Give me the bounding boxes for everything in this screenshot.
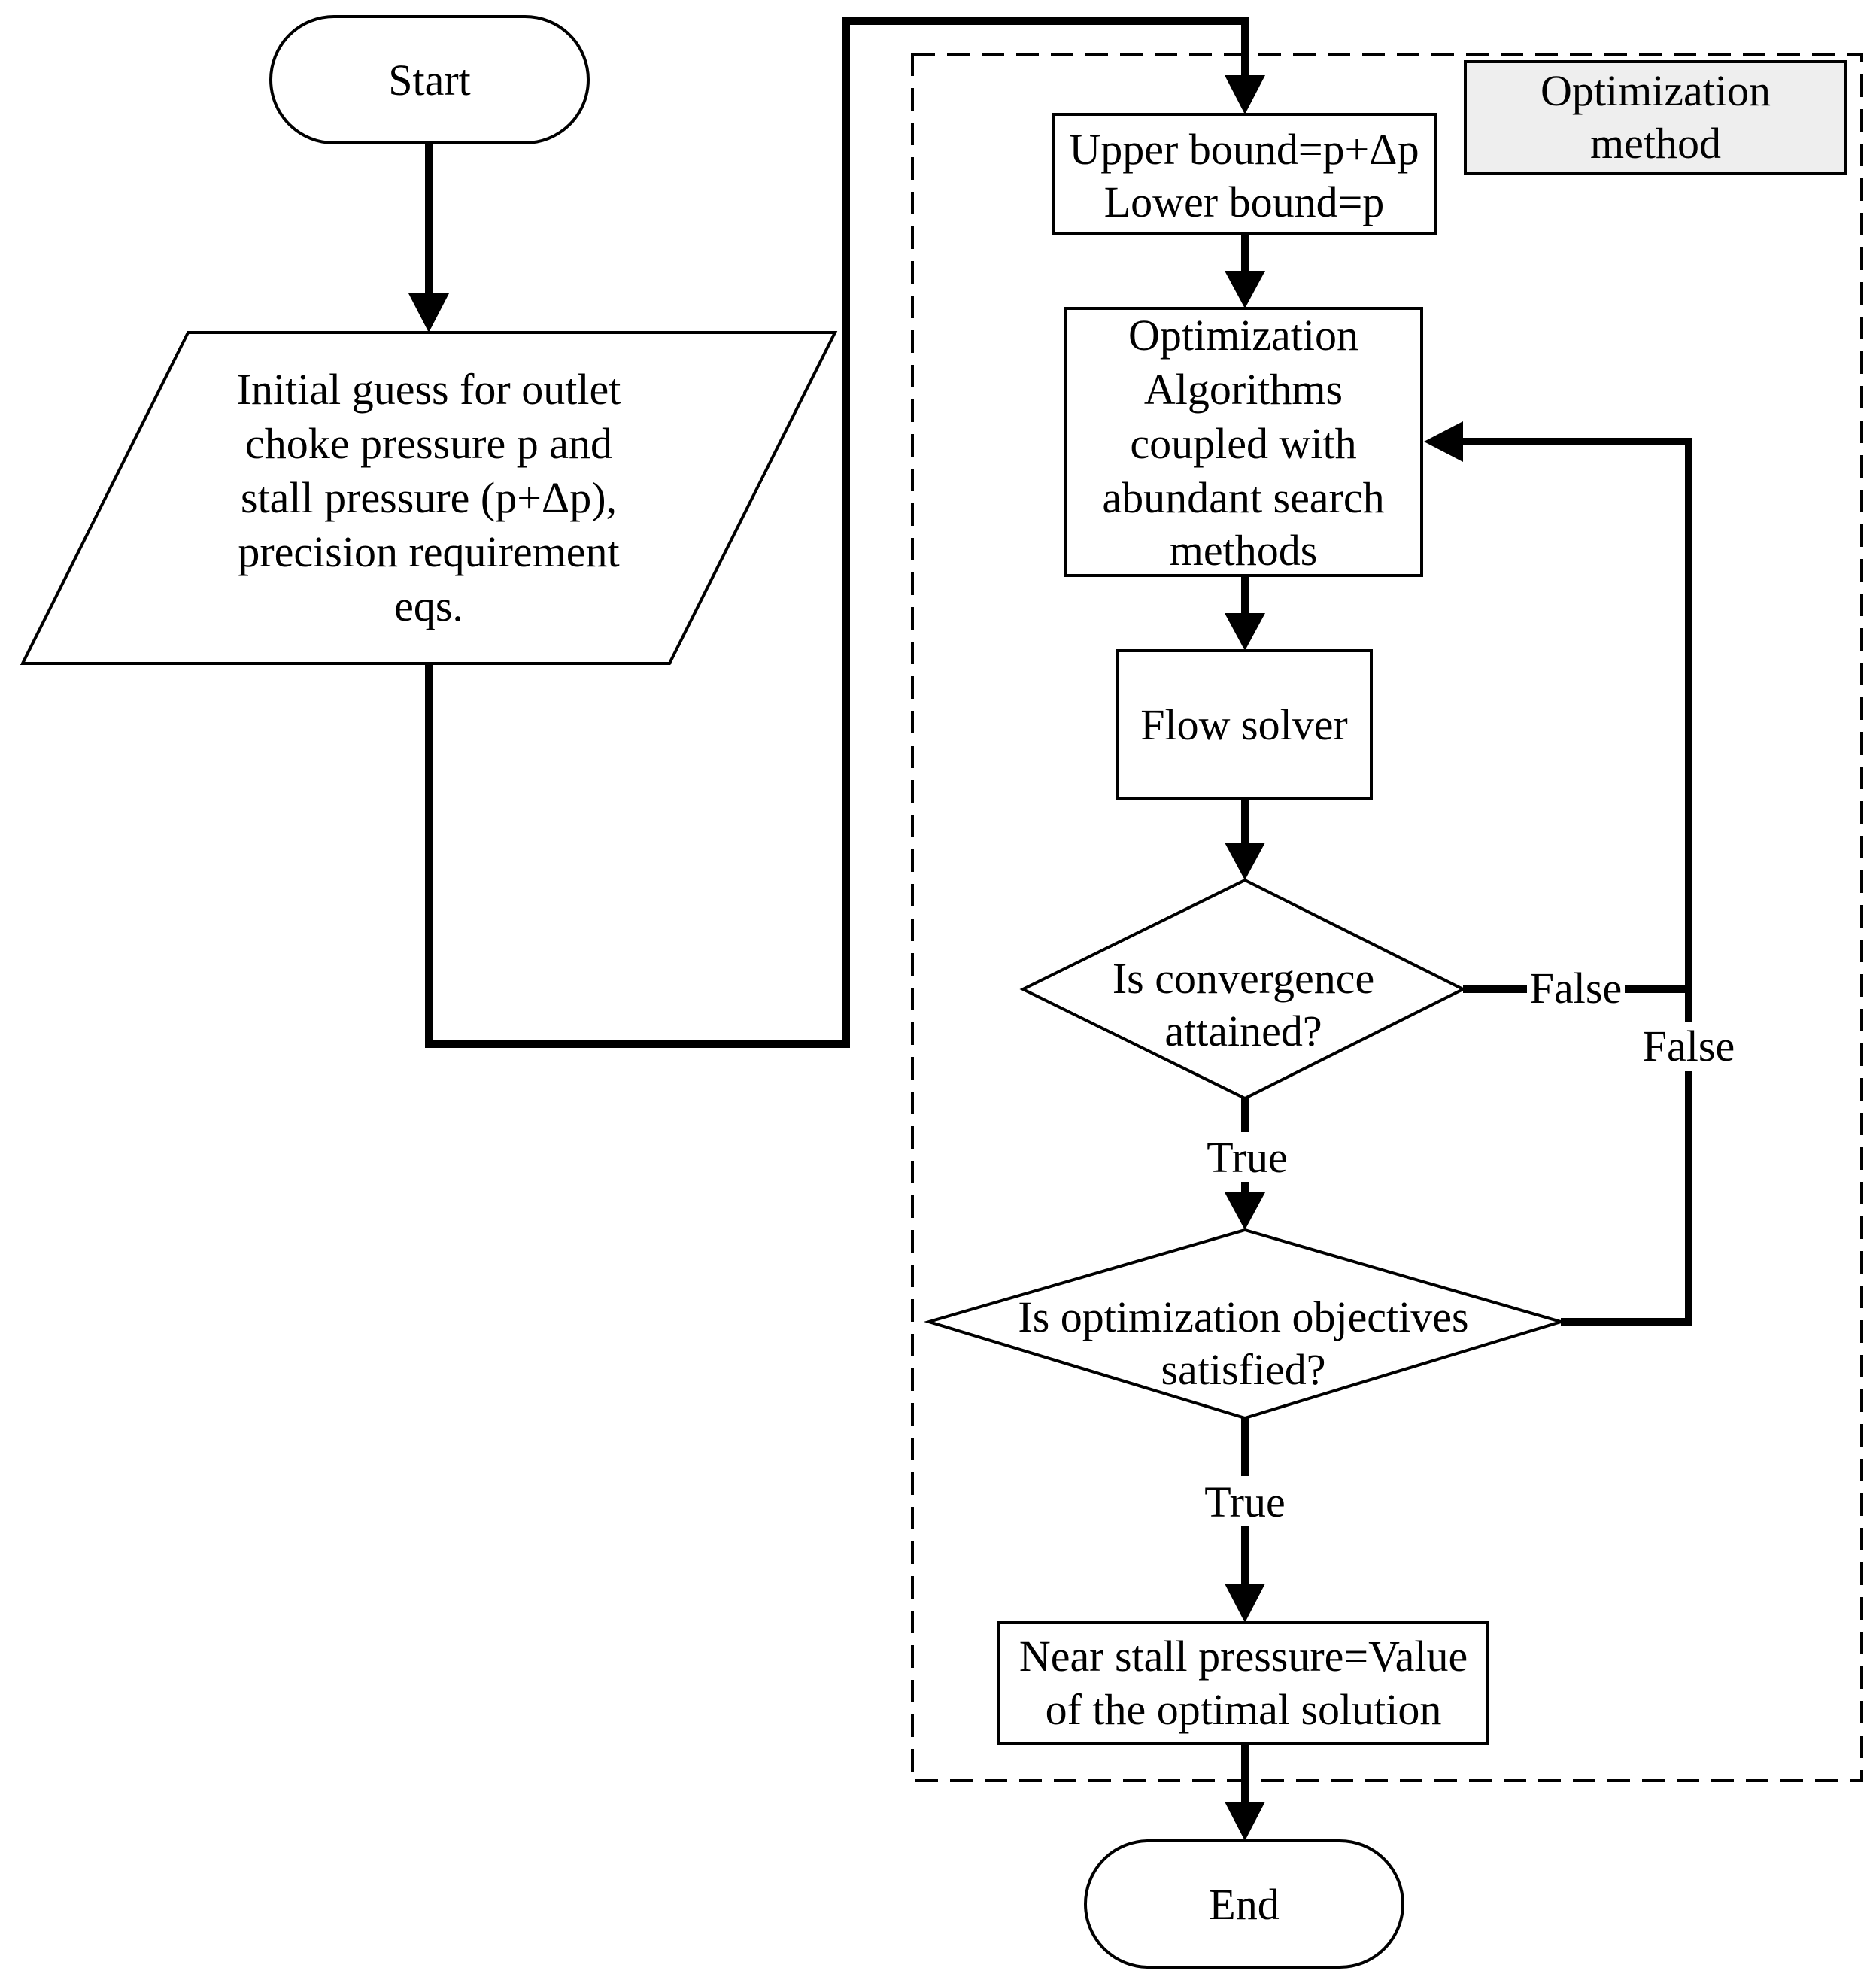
result-line-1: Near stall pressure=Value [1019, 1632, 1468, 1681]
bounds-line-2: Lower bound=p [1104, 178, 1385, 226]
flow-solver-label: Flow solver [1140, 700, 1348, 749]
algorithms-line-5: methods [1170, 526, 1318, 575]
arrowhead-algorithms-feedback [1424, 421, 1463, 462]
convergence-line-2: attained? [1164, 1007, 1322, 1055]
objectives-line-2: satisfied? [1161, 1345, 1325, 1394]
bounds-box: Upper bound=p+Δp Lower bound=p [1052, 113, 1437, 235]
result-box: Near stall pressure=Value of the optimal… [997, 1621, 1489, 1745]
arrowhead-result [1225, 1584, 1265, 1623]
input-line-2: choke pressure p and [245, 419, 612, 468]
arrowhead-convergence [1225, 843, 1265, 880]
optimization-method-boundary [911, 53, 1863, 1782]
algorithms-line-4: abundant search [1102, 473, 1384, 522]
start-terminal: Start [269, 15, 590, 144]
input-line-5: eqs. [394, 582, 463, 630]
objectives-false-label: False [1643, 1022, 1735, 1070]
algorithms-line-3: coupled with [1130, 419, 1356, 468]
objectives-line-1: Is optimization objectives [1018, 1292, 1468, 1341]
objectives-true-label: True [1204, 1477, 1285, 1526]
arrowhead-objectives [1225, 1192, 1265, 1230]
input-line-1: Initial guess for outlet [237, 365, 621, 414]
algorithms-line-2: Algorithms [1144, 365, 1343, 414]
input-line-3: stall pressure (p+Δp), [241, 473, 617, 522]
convergence-false-label: False [1530, 964, 1622, 1013]
arrowhead-end [1225, 1802, 1265, 1841]
arrowhead-input [408, 293, 449, 333]
convergence-true-label: True [1207, 1133, 1287, 1182]
flow-solver-box: Flow solver [1116, 649, 1373, 800]
arrowhead-solver [1225, 613, 1265, 651]
group-label-line-1: Optimization [1541, 66, 1771, 115]
input-parallelogram: Initial guess for outlet choke pressure … [20, 331, 838, 665]
group-label-line-2: method [1590, 119, 1721, 168]
end-terminal: End [1084, 1839, 1404, 1969]
arrowhead-algorithms [1225, 271, 1265, 308]
convergence-line-1: Is convergence [1113, 954, 1374, 1003]
algorithms-line-1: Optimization [1128, 311, 1358, 360]
edge-input-to-bounds [425, 17, 1249, 1048]
start-label: Start [388, 56, 471, 105]
convergence-decision: Is convergence attained? [1019, 878, 1467, 1101]
algorithms-box: Optimization Algorithms coupled with abu… [1064, 307, 1423, 577]
optimization-method-label: Optimization method [1464, 60, 1847, 175]
result-line-2: of the optimal solution [1046, 1685, 1442, 1734]
edge-objectives-false [1463, 438, 1692, 1326]
objectives-decision: Is optimization objectives satisfied? [923, 1228, 1567, 1420]
end-label: End [1209, 1880, 1279, 1929]
arrowhead-bounds [1225, 75, 1265, 114]
bounds-line-1: Upper bound=p+Δp [1069, 125, 1419, 174]
input-line-4: precision requirement [238, 527, 619, 576]
